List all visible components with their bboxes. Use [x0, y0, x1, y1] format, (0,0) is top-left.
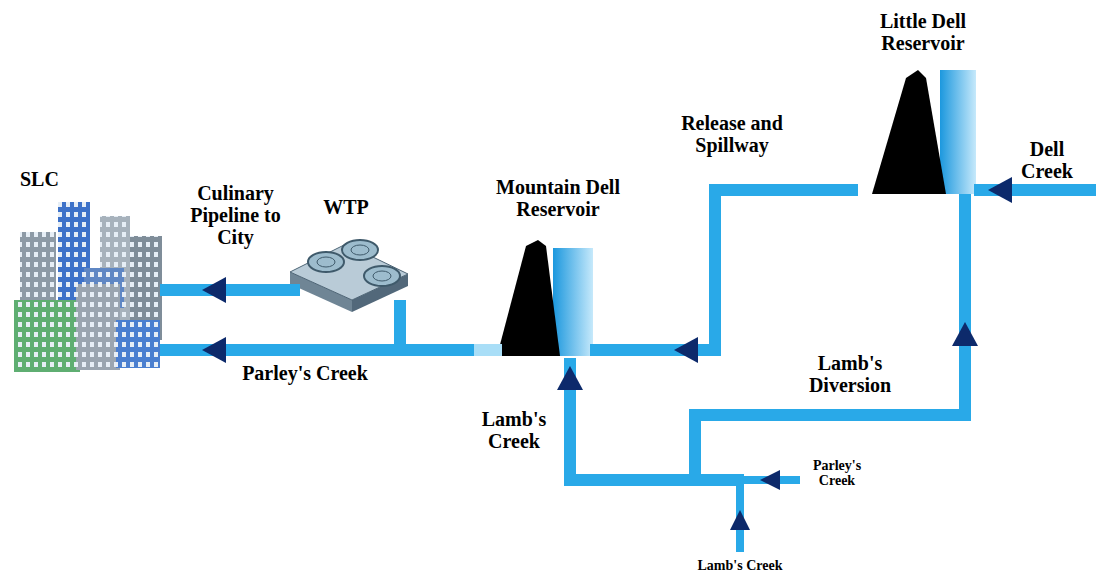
creek-label: Dell Creek	[1006, 138, 1088, 182]
diversion-label: Lamb's Diversion	[795, 352, 905, 396]
pipe-line	[642, 190, 858, 350]
plant-node: WTP	[282, 196, 410, 320]
dam-icon	[497, 240, 593, 356]
arrowhead	[202, 337, 226, 363]
city-node: SLC	[10, 168, 170, 378]
flow-arrows	[557, 177, 1012, 530]
city-icon	[14, 202, 162, 372]
pipe-label: Culinary Pipeline to City	[188, 182, 283, 248]
arrowhead	[202, 277, 226, 303]
pipe-connector	[400, 320, 474, 350]
pipe-connector	[642, 190, 858, 363]
node-label: Little Dell Reservoir	[858, 10, 988, 54]
treatment-plant-icon	[290, 240, 408, 312]
arrowhead	[674, 337, 698, 363]
dam-icon	[872, 70, 976, 194]
node-label: Mountain Dell Reservoir	[474, 176, 642, 220]
node-label: WTP	[282, 196, 410, 218]
pipe-label: Parley's Creek	[215, 362, 395, 384]
reservoir-node: Little Dell Reservoir	[858, 10, 988, 196]
pipe-connector	[170, 277, 282, 303]
creek-label: Lamb's Creek	[470, 408, 558, 452]
node-label: SLC	[20, 168, 170, 190]
pipe-label: Release and Spillway	[662, 112, 802, 156]
pipes	[160, 190, 1096, 552]
creek-label: Parley's Creek	[804, 458, 870, 489]
pipe-line	[400, 320, 474, 350]
creek-label: Lamb's Creek	[690, 558, 790, 573]
reservoir-node: Mountain Dell Reservoir	[474, 176, 642, 362]
